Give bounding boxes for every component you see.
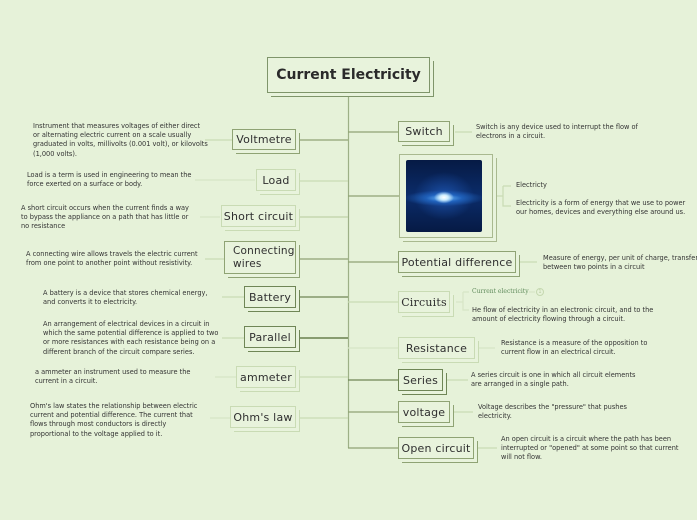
topic-open-circuit[interactable]: Open circuit bbox=[398, 437, 474, 459]
topic-label: Ohm's law bbox=[233, 410, 293, 424]
topic-ammeter[interactable]: ammeter bbox=[236, 366, 296, 388]
topic-voltmetre[interactable]: Voltmetre bbox=[232, 129, 296, 150]
note-short-circuit: A short circuit occurs when the current … bbox=[21, 204, 189, 231]
subtopic-circuits-desc: He flow of electricity in an electronic … bbox=[472, 306, 654, 324]
note-potential-difference: Measure of energy, per unit of charge, t… bbox=[543, 254, 697, 272]
note-load: Load is a term is used in engineering to… bbox=[27, 171, 192, 189]
topic-voltage[interactable]: voltage bbox=[398, 401, 450, 423]
note-ammeter: a ammeter an instrument used to measure … bbox=[35, 368, 191, 386]
note-switch: Switch is any device used to interrupt t… bbox=[476, 123, 638, 141]
root-title: Current Electricity bbox=[276, 67, 421, 83]
electricity-lightning-image bbox=[406, 160, 482, 232]
topic-label: Short circuit bbox=[223, 209, 294, 223]
note-parallel: An arrangement of electrical devices in … bbox=[43, 320, 219, 356]
subtopic-current-electricity[interactable]: Current electricity bbox=[472, 288, 529, 295]
topic-resistance[interactable]: Resistance bbox=[398, 337, 475, 359]
topic-label: Circuits bbox=[401, 295, 447, 309]
topic-label: Resistance bbox=[405, 341, 468, 355]
note-open-circuit: An open circuit is a circuit where the p… bbox=[501, 435, 679, 462]
topic-connecting-wires[interactable]: Connecting wires bbox=[224, 241, 296, 274]
note-connecting-wires: A connecting wire allows travels the ele… bbox=[26, 250, 198, 268]
topic-label: Series bbox=[402, 373, 439, 387]
topic-label: Connecting wires bbox=[233, 244, 295, 270]
note-battery: A battery is a device that stores chemic… bbox=[43, 289, 208, 307]
topic-label: Parallel bbox=[249, 330, 291, 344]
topic-short-circuit[interactable]: Short circuit bbox=[221, 205, 296, 227]
note-ohms-law: Ohm's law states the relationship betwee… bbox=[30, 402, 198, 438]
topic-circuits[interactable]: Circuits bbox=[398, 291, 450, 313]
topic-label: Voltmetre bbox=[236, 133, 292, 146]
topic-label: Switch bbox=[405, 125, 443, 138]
topic-ohms-law[interactable]: Ohm's law bbox=[230, 406, 296, 428]
note-voltage: Voltage describes the "pressure" that pu… bbox=[478, 403, 627, 421]
topic-image-node[interactable] bbox=[399, 154, 493, 238]
note-resistance: Resistance is a measure of the oppositio… bbox=[501, 339, 648, 357]
topic-parallel[interactable]: Parallel bbox=[244, 326, 296, 348]
topic-label: Battery bbox=[248, 290, 292, 304]
collapsed-count-badge[interactable]: 1 bbox=[536, 288, 544, 296]
topic-battery[interactable]: Battery bbox=[244, 286, 296, 308]
topic-label: voltage bbox=[402, 405, 446, 419]
topic-potential-difference[interactable]: Potential difference bbox=[398, 251, 516, 273]
topic-label: Load bbox=[262, 173, 290, 187]
topic-label: ammeter bbox=[240, 370, 292, 384]
subtopic-electricity-desc: Electricity is a form of energy that we … bbox=[516, 199, 686, 217]
topic-switch[interactable]: Switch bbox=[398, 121, 450, 142]
subtopic-electricity-title: Electricty bbox=[516, 181, 547, 189]
topic-label: Open circuit bbox=[401, 441, 471, 455]
note-series: A series circuit is one in which all cir… bbox=[471, 371, 636, 389]
note-voltmetre: Instrument that measures voltages of eit… bbox=[33, 122, 208, 158]
topic-load[interactable]: Load bbox=[256, 169, 296, 191]
topic-label: Potential difference bbox=[401, 255, 513, 269]
root-topic[interactable]: Current Electricity bbox=[267, 57, 430, 93]
topic-series[interactable]: Series bbox=[398, 369, 443, 391]
badge-count: 1 bbox=[538, 289, 542, 295]
